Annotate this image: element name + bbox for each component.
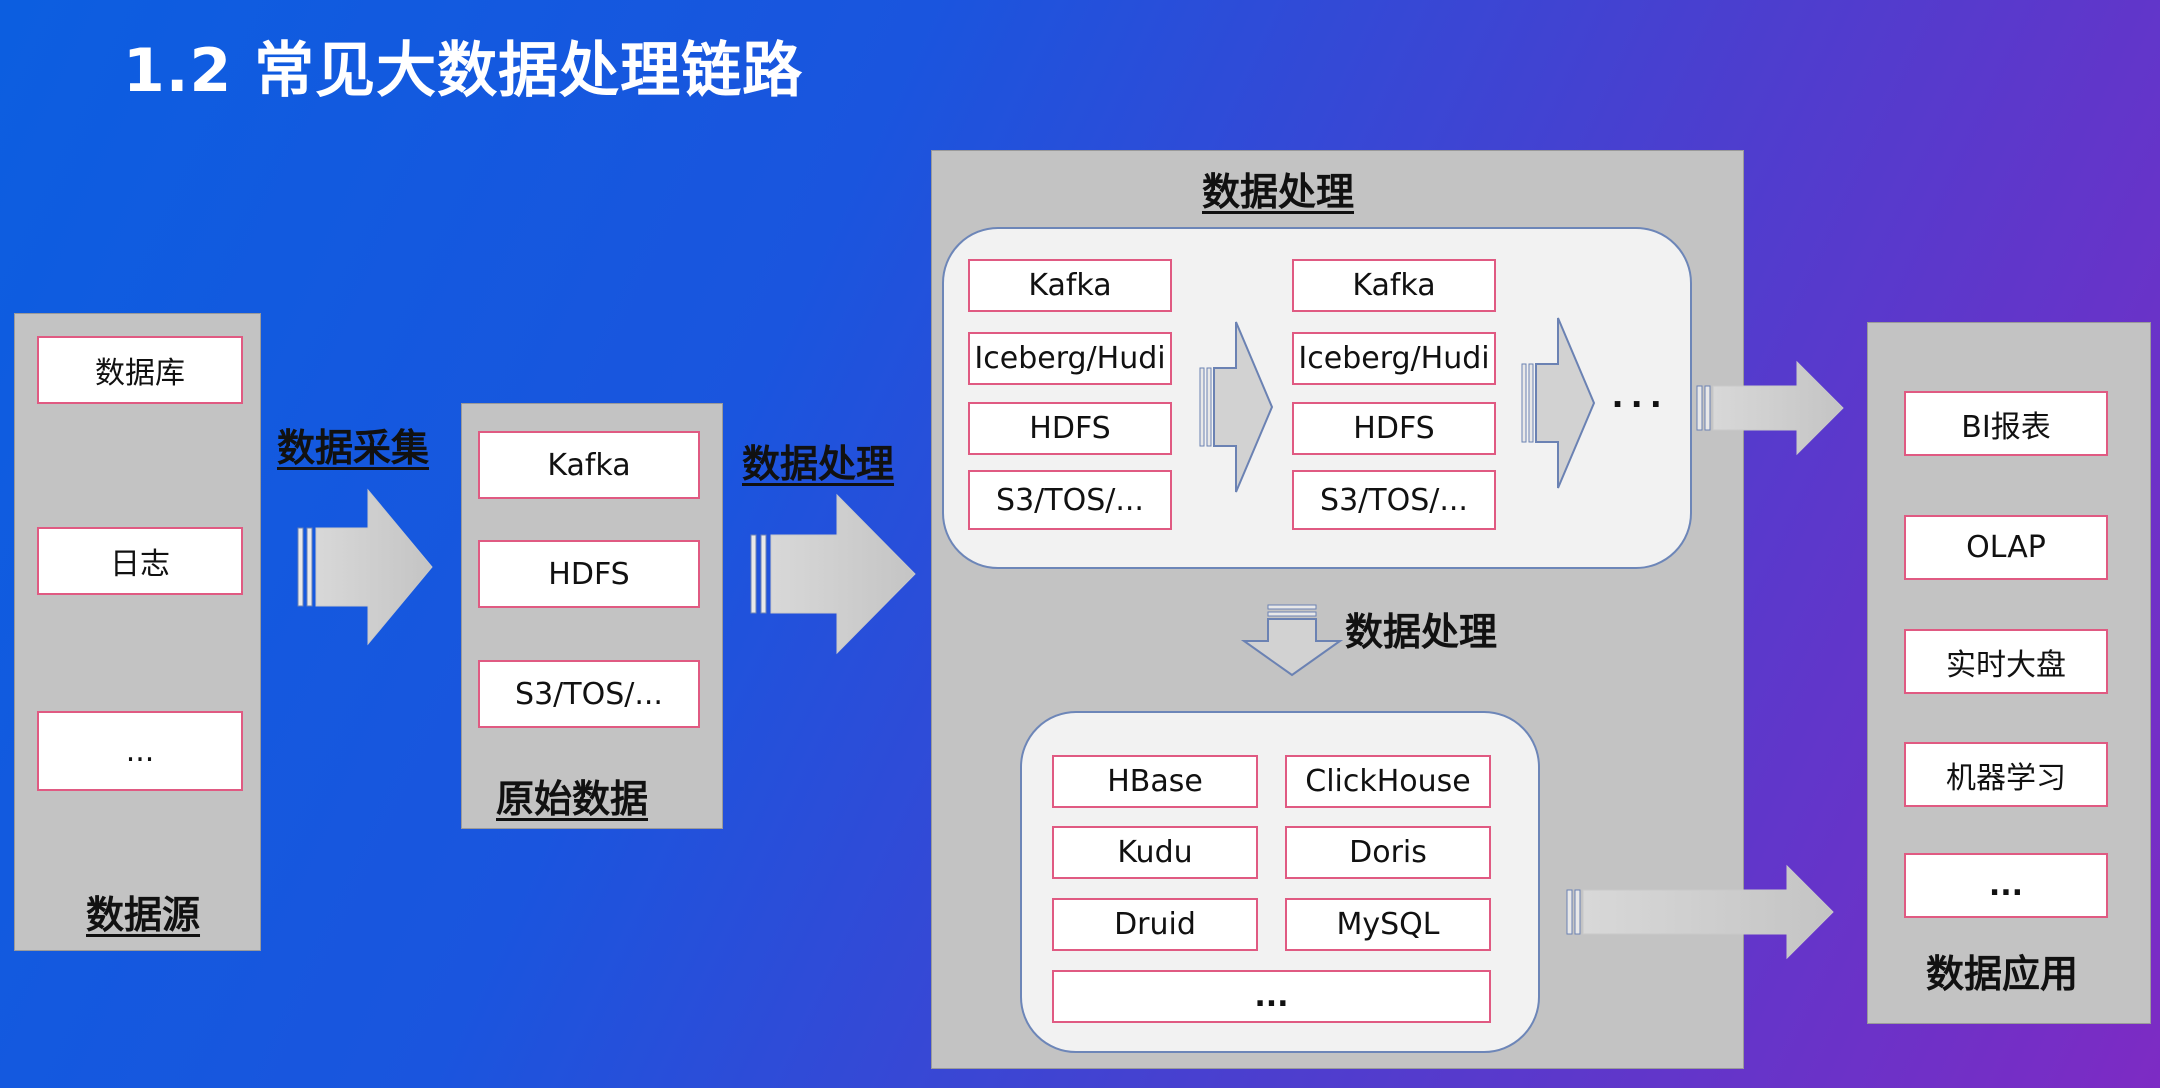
source-logs-box: 日志 [37,527,243,595]
data-processing-label: 数据处理 [1202,170,1355,214]
down-arrow-icon [1240,604,1344,677]
serving-to-apps-arrow-icon [1566,864,1834,960]
stage-more-ellipsis: ... [1612,372,1670,416]
data-application-label: 数据应用 [1926,952,2079,996]
stage-to-apps-arrow-icon [1696,360,1844,456]
raw-kafka-box: Kafka [478,431,700,499]
serving-kudu-box: Kudu [1052,826,1258,879]
data-collect-label: 数据采集 [277,426,430,470]
raw-hdfs-box: HDFS [478,540,700,608]
source-more-box: ... [37,711,243,791]
source-database-box: 数据库 [37,336,243,404]
data-source-label: 数据源 [86,893,201,937]
raw-s3-box: S3/TOS/... [478,660,700,728]
app-olap-box: OLAP [1904,515,2108,580]
stage2-s3-box: S3/TOS/... [1292,470,1496,530]
down-process-label: 数据处理 [1345,610,1498,654]
stage2-iceberg-box: Iceberg/Hudi [1292,332,1496,385]
process-arrow-label: 数据处理 [742,442,895,486]
serving-hbase-box: HBase [1052,755,1258,808]
page-title: 1.2 常见大数据处理链路 [123,36,804,106]
stage-arrow-icon [1199,321,1274,493]
serving-more-box: ... [1052,970,1491,1023]
data-source-panel [14,313,261,951]
app-realtime-dashboard-box: 实时大盘 [1904,629,2108,694]
stage1-iceberg-box: Iceberg/Hudi [968,332,1172,385]
serving-druid-box: Druid [1052,898,1258,951]
process-arrow-icon [750,493,916,655]
raw-data-label: 原始数据 [496,777,649,821]
stage1-s3-box: S3/TOS/... [968,470,1172,530]
serving-doris-box: Doris [1285,826,1491,879]
stage-arrow-icon [1521,317,1596,489]
app-machine-learning-box: 机器学习 [1904,742,2108,807]
app-bi-report-box: BI报表 [1904,391,2108,456]
stage2-kafka-box: Kafka [1292,259,1496,312]
stage1-hdfs-box: HDFS [968,402,1172,455]
serving-clickhouse-box: ClickHouse [1285,755,1491,808]
stage2-hdfs-box: HDFS [1292,402,1496,455]
collect-arrow-icon [297,488,433,646]
serving-mysql-box: MySQL [1285,898,1491,951]
app-more-box: ... [1904,853,2108,918]
stage1-kafka-box: Kafka [968,259,1172,312]
